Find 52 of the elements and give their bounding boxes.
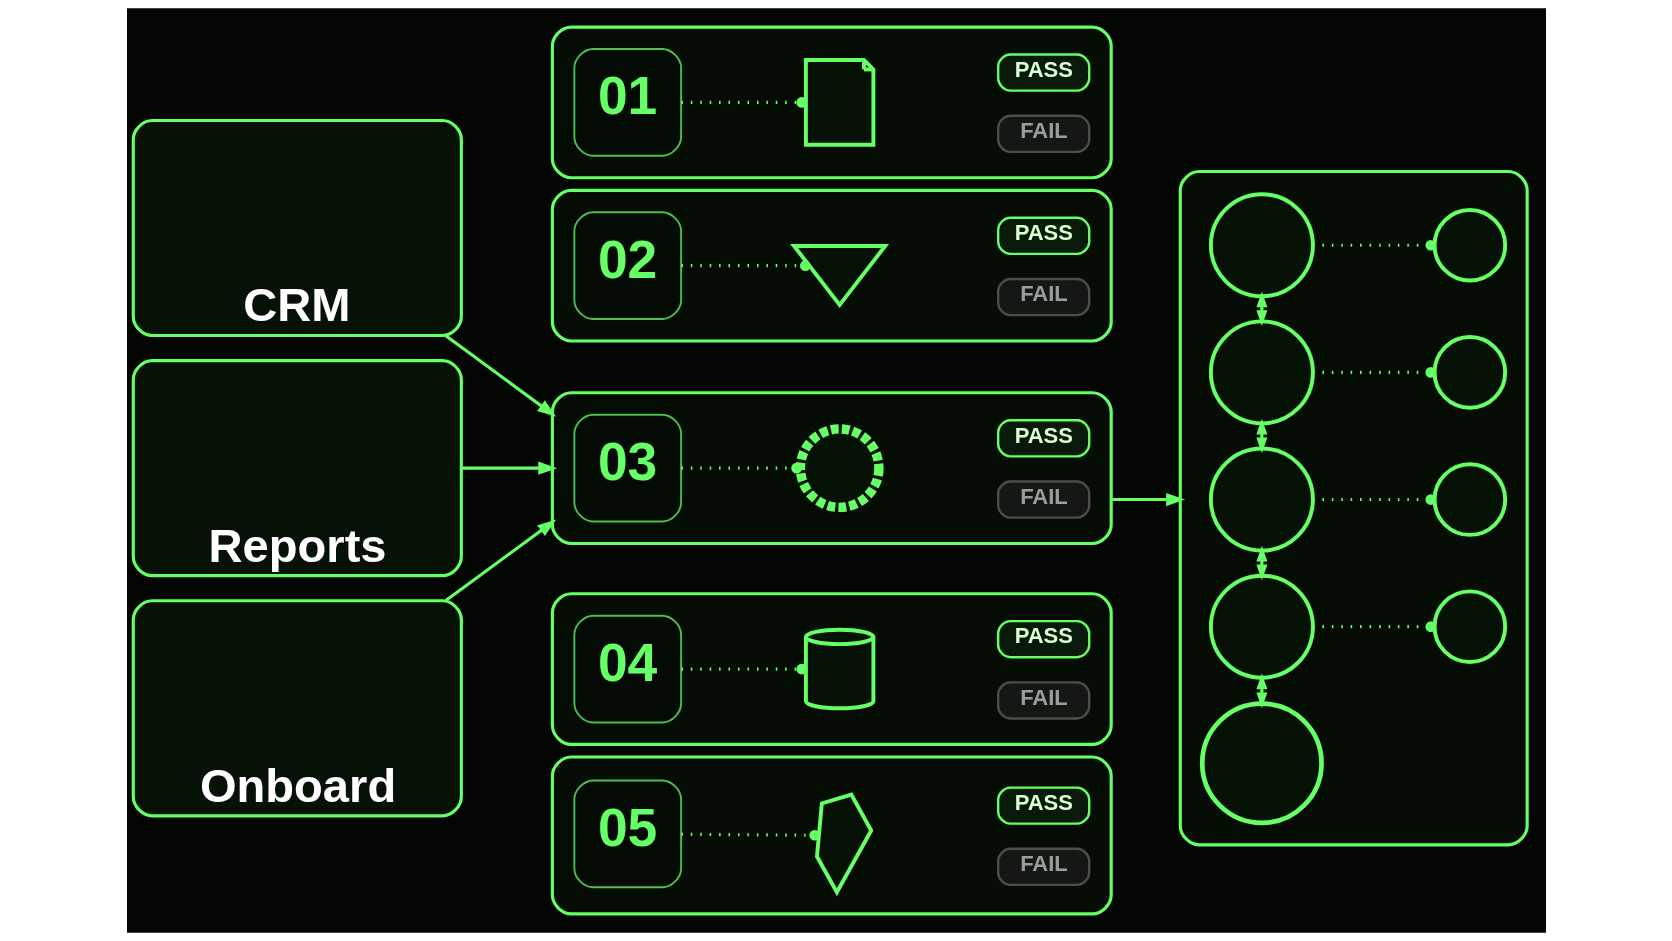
node-box: Reports — [131, 359, 463, 578]
node-box: 03 — [572, 413, 682, 523]
cluster — [1178, 169, 1529, 847]
node-circle — [1208, 573, 1315, 680]
node-circle — [1432, 589, 1507, 664]
node-box: FAIL — [996, 847, 1090, 887]
connector — [680, 260, 811, 271]
cluster — [550, 188, 1113, 343]
node-box: 04 — [572, 614, 682, 724]
cluster — [550, 592, 1113, 746]
node-circle — [1208, 192, 1315, 299]
cluster — [550, 391, 1113, 546]
node-circle — [1432, 207, 1507, 283]
arrow — [1255, 545, 1267, 581]
node-box: PASS — [996, 216, 1090, 256]
node-box: PASS — [996, 786, 1090, 825]
node-box: FAIL — [996, 480, 1090, 519]
node-box: CRM — [131, 118, 463, 338]
connector — [1312, 367, 1436, 378]
node-box: PASS — [996, 419, 1090, 458]
node-circle — [1208, 446, 1315, 553]
node-box: FAIL — [996, 681, 1090, 720]
connector — [680, 663, 807, 675]
connector — [680, 462, 802, 474]
node-box: FAIL — [996, 114, 1090, 154]
node-box: FAIL — [996, 277, 1090, 317]
arrow — [461, 461, 557, 475]
cluster — [550, 755, 1113, 916]
node-box: 02 — [572, 211, 682, 320]
arrow — [1110, 492, 1185, 507]
node-circle — [1208, 319, 1315, 426]
connector — [680, 829, 820, 841]
connector — [1312, 621, 1436, 633]
node-box: PASS — [996, 53, 1090, 92]
connector — [1312, 494, 1436, 505]
node-circle — [1432, 462, 1507, 537]
arrow — [444, 519, 556, 602]
node-box: PASS — [996, 620, 1090, 659]
node-circle — [1199, 701, 1324, 826]
node-box: 05 — [572, 779, 682, 889]
node-gear — [795, 424, 884, 513]
connector — [1312, 239, 1436, 251]
node-funnel — [789, 244, 889, 309]
arrow — [444, 334, 556, 417]
arrow — [1255, 673, 1267, 709]
connector — [680, 97, 807, 108]
node-circle — [1432, 335, 1507, 410]
node-rocket — [814, 792, 873, 897]
arrow — [1255, 418, 1267, 454]
node-box: 01 — [572, 48, 682, 157]
node-box: Onboard — [131, 599, 463, 818]
arrow — [1255, 291, 1267, 326]
